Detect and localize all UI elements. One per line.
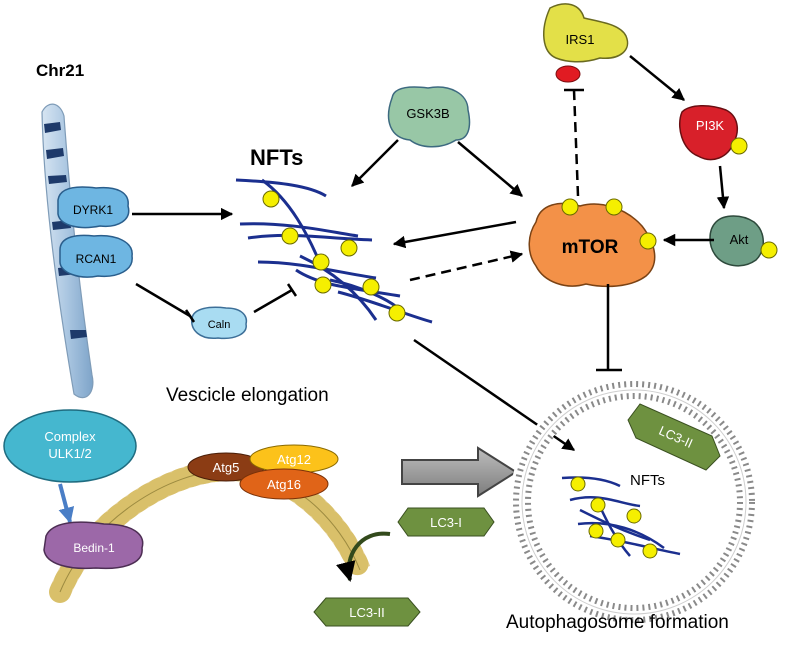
lc3-ii-tag: LC3-II <box>313 597 421 627</box>
mtor-dot-3 <box>639 232 657 250</box>
dyrk1-protein: DYRK1 <box>57 186 130 229</box>
caln-protein: Caln <box>191 306 248 340</box>
lc3-ii-label: LC3-II <box>349 605 384 620</box>
gsk3b-label: GSK3B <box>406 106 449 121</box>
nfts-title: NFTs <box>250 145 303 170</box>
atg5-label: Atg5 <box>213 460 240 475</box>
arrow-gsk3b-mtor <box>457 141 523 197</box>
akt-protein: Akt <box>709 215 764 267</box>
arrow-mtor-nfts <box>392 220 517 249</box>
mtor-protein: mTOR <box>528 202 656 288</box>
inhibit-mtor-irs1-dashed <box>572 89 580 197</box>
complex-ulk: Complex ULK1/2 <box>3 409 137 483</box>
akt-phospho-dot <box>760 241 778 259</box>
bedin1-protein: Bedin-1 <box>43 521 144 570</box>
lc3-i-label: LC3-I <box>430 515 462 530</box>
complex-label-1: Complex <box>44 429 96 444</box>
rcan1-label: RCAN1 <box>76 252 117 266</box>
lc3-i-tag: LC3-I <box>397 507 495 537</box>
atg12-label: Atg12 <box>277 452 311 467</box>
pi3k-protein: PI3K <box>678 105 739 161</box>
bedin1-label: Bedin-1 <box>73 541 115 555</box>
arrow-nfts-mtor-dashed <box>409 250 524 282</box>
big-process-arrow <box>401 446 518 498</box>
autophagosome-label: Autophagosome formation <box>506 612 729 633</box>
atg16-protein: Atg16 <box>239 468 329 500</box>
caln-label: Caln <box>208 319 231 331</box>
atg16-label: Atg16 <box>267 477 301 492</box>
arrow-lc3i-lc3ii <box>335 531 391 582</box>
nft-inner-dots <box>570 476 658 559</box>
nfts-inner-label: NFTs <box>630 472 665 489</box>
arrow-gsk3b-nfts <box>351 139 399 187</box>
mtor-label: mTOR <box>562 237 619 258</box>
complex-label-2: ULK1/2 <box>48 446 91 461</box>
inhibit-caln-nfts <box>253 288 293 314</box>
mtor-dot-1 <box>561 198 579 216</box>
chromosome-label: Chr21 <box>36 61 84 80</box>
pi3k-label: PI3K <box>696 118 725 133</box>
nft-dots <box>262 190 406 322</box>
lc3-ii-inner-tag: LC3-II <box>627 403 721 471</box>
vescicle-label: Vescicle elongation <box>166 385 329 406</box>
pi3k-phospho-dot <box>730 137 748 155</box>
rcan1-protein: RCAN1 <box>59 234 133 278</box>
autophagosome <box>510 378 758 626</box>
arrows-upper <box>132 55 730 452</box>
arrow-complex-bedin <box>58 483 75 524</box>
arrow-irs1-pi3k <box>629 55 685 101</box>
irs1-protein: IRS1 <box>543 3 629 63</box>
inhibit-rcan1-caln <box>135 282 191 318</box>
gsk3b-protein: GSK3B <box>387 86 471 148</box>
dyrk1-label: DYRK1 <box>73 203 113 217</box>
irs1-phospho-site <box>555 65 581 83</box>
arrow-pi3k-akt <box>716 165 730 210</box>
irs1-label: IRS1 <box>566 32 595 47</box>
mtor-dot-2 <box>605 198 623 216</box>
atg12-protein: Atg12 <box>249 444 339 474</box>
akt-label: Akt <box>730 232 749 247</box>
